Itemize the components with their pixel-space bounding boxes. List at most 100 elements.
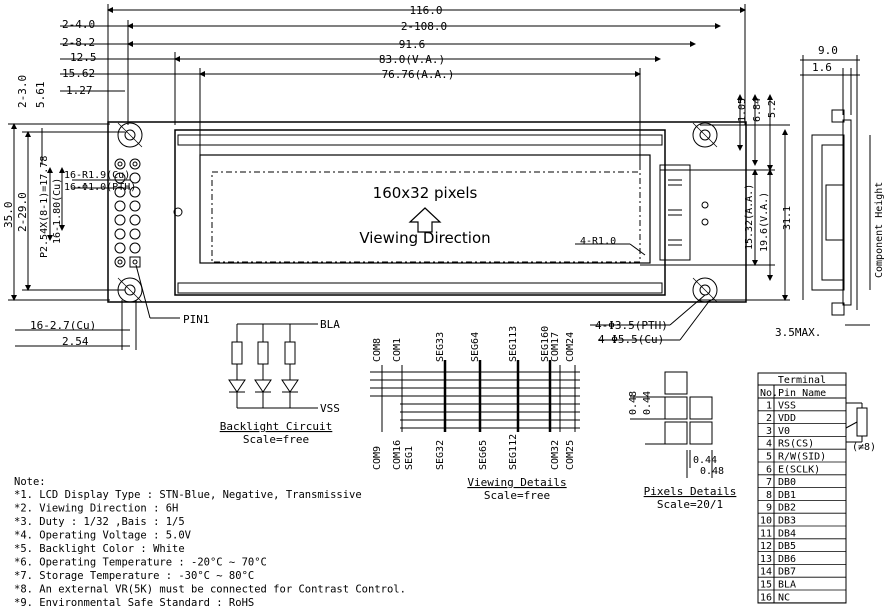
terminal-pin-name: DB4: [778, 528, 796, 539]
note-item: *1. LCD Display Type : STN-Blue, Negativ…: [14, 489, 362, 501]
viewing-bottom-label: SEG65: [478, 440, 489, 470]
viewing-bottom-label: SEG32: [435, 440, 446, 470]
backlight-circuit: [228, 323, 318, 409]
terminal-pin-no: 7: [766, 477, 772, 488]
pin1-label: PIN1: [183, 313, 210, 326]
pixel-details-grid: [630, 371, 713, 478]
potentiometer: [845, 402, 868, 443]
viewing-bottom-label: COM9: [372, 446, 383, 470]
dim-side-pcb: 1.6: [812, 61, 832, 74]
terminal-pin-no: 9: [766, 503, 772, 514]
pixel-details-title: Pixels Details: [644, 485, 737, 498]
note-item: *9. Environmental Safe Standard : RoHS: [14, 597, 254, 609]
terminal-pin-name: E(SCLK): [778, 464, 820, 475]
pixel-details-labels: 0.48 0.44 0.44 0.48 Pixels Details Scale…: [628, 391, 736, 511]
lcd-resolution: 160x32 pixels: [373, 184, 478, 202]
dim-left-2: 5.61: [34, 82, 47, 109]
up-arrow-icon: [408, 207, 442, 233]
dim-pin-hole: 16-Φ1.0(PTH): [64, 182, 136, 193]
terminal-pin-no: 3: [766, 426, 772, 437]
dim-right-5: 19.6(V.A.): [759, 192, 770, 252]
lcd-viewing-direction: Viewing Direction: [359, 229, 490, 247]
note-item: *6. Operating Temperature : -20°C ~ 70°C: [14, 557, 267, 569]
dim-left-5: P2.54X(8-1)=17.78: [39, 156, 50, 258]
dim-top-left-1: 2-4.0: [62, 18, 95, 31]
dim-left-6: 16-1.80(Cu): [52, 178, 63, 244]
terminal-pin-name: DB0: [778, 477, 796, 488]
viewing-details-lines: [370, 360, 580, 432]
dim-hole-pitch: 2-108.0: [401, 20, 447, 33]
terminal-pin-name: R/W(SID): [778, 452, 826, 463]
terminal-header-no: No.: [760, 388, 778, 399]
terminal-pin-name: V0: [778, 426, 790, 437]
notes-title: Note:: [14, 476, 46, 488]
terminal-pin-no: 10: [760, 516, 772, 527]
viewing-top-label: COM1: [392, 338, 403, 362]
dim-max-height: 3.5MAX.: [775, 326, 821, 339]
dim-frame-width: 91.6: [399, 38, 426, 51]
terminal-row-lines: [758, 410, 846, 604]
terminal-pin-no: 16: [760, 592, 772, 603]
terminal-title: Terminal: [778, 375, 826, 386]
dim-top-left-5: 1.27: [66, 84, 93, 97]
terminal-pin-name: BLA: [778, 580, 796, 591]
pin-header: [114, 158, 141, 268]
dim-pin-radius: 16-R1.9(Cu): [64, 170, 130, 181]
backlight-vss: VSS: [320, 402, 340, 415]
terminal-pin-name: DB1: [778, 490, 796, 501]
dim-hole-pth: 4-Φ3.5(PTH): [595, 319, 668, 332]
terminal-text: Terminal No. Pin Name 1 VSS 2 VDD 3 V0 4 RS(CS)…: [760, 375, 876, 603]
dim-hole-cu: 4-Φ5.5(Cu): [598, 333, 664, 346]
viewing-bottom-label: COM32: [550, 440, 561, 470]
dim-right-4: 15.32(A.A.): [744, 184, 755, 250]
pixel-dim-4: 0.48: [700, 466, 724, 477]
viewing-top-label: SEG113: [508, 326, 519, 362]
component-height-label: Component Height: [874, 182, 885, 278]
pot-label: (≠8): [852, 442, 876, 453]
terminal-pin-no: 6: [766, 464, 772, 475]
terminal-pin-no: 13: [760, 554, 772, 565]
side-view: [800, 55, 871, 326]
terminal-pin-name: NC: [778, 592, 790, 603]
terminal-pin-name: VDD: [778, 413, 796, 424]
terminal-pin-no: 11: [760, 528, 772, 539]
pcb-outline: [107, 121, 747, 319]
terminal-pin-name: DB7: [778, 567, 796, 578]
backlight-scale: Scale=free: [243, 433, 309, 446]
terminal-pin-name: RS(CS): [778, 439, 814, 450]
pixel-dim-2: 0.44: [642, 391, 653, 415]
terminal-pin-no: 14: [760, 567, 772, 578]
dim-left-3: 35.0: [2, 202, 15, 229]
viewing-bottom-label: COM16: [392, 440, 403, 470]
terminal-pin-name: DB5: [778, 541, 796, 552]
pixel-dim-1: 0.48: [628, 391, 639, 415]
notes: Note: *1. LCD Display Type : STN-Blue, N…: [14, 476, 406, 609]
backlight-labels: BLA VSS Backlight Circuit Scale=free: [220, 318, 341, 446]
dim-left-1: 2-3.0: [16, 75, 29, 108]
terminal-pin-name: DB3: [778, 516, 796, 527]
dim-top-left-2: 2-8.2: [62, 36, 95, 49]
terminal-pin-no: 8: [766, 490, 772, 501]
viewing-bottom-label: SEG1: [404, 446, 415, 470]
dim-top-left-4: 15.62: [62, 67, 95, 80]
terminal-pin-no: 1: [766, 400, 772, 411]
terminal-pin-name: VSS: [778, 400, 796, 411]
dim-right-3: 5.2: [767, 100, 778, 118]
viewing-bottom-label: COM25: [565, 440, 576, 470]
dim-active-area: 76.76(A.A.): [382, 68, 455, 81]
viewing-top-label: SEG64: [470, 332, 481, 362]
note-item: *8. An external VR(5K) must be connected…: [14, 584, 406, 596]
viewing-top-label: COM8: [372, 338, 383, 362]
viewing-top-label: COM24: [565, 332, 576, 362]
dim-overall-width: 116.0: [409, 4, 442, 17]
dimension-labels: 116.0 2-108.0 91.6 83.0(V.A.) 76.76(A.A.…: [2, 4, 885, 348]
note-item: *7. Storage Temperature : -30°C ~ 80°C: [14, 570, 254, 582]
terminal-header-pin: Pin Name: [778, 388, 826, 399]
terminal-pin-no: 2: [766, 413, 772, 424]
terminal-pin-no: 4: [766, 439, 772, 450]
dim-right-6: 31.1: [782, 206, 793, 230]
terminal-pin-name: DB6: [778, 554, 796, 565]
backlight-title: Backlight Circuit: [220, 420, 333, 433]
